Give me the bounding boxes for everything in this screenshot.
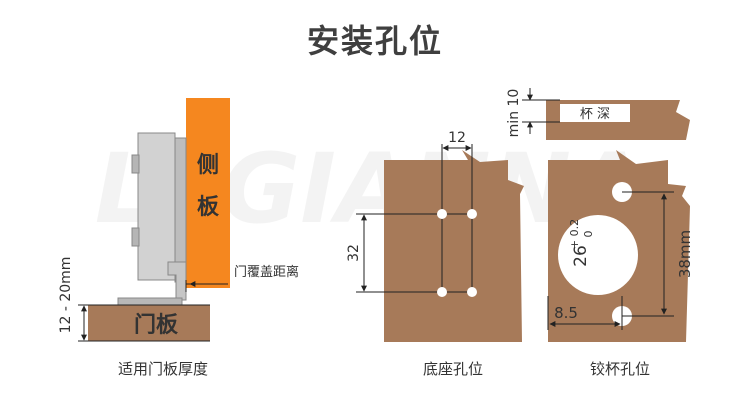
width-label: 12 (448, 130, 466, 146)
door-thickness-panel: 侧 板 门板 12 - 20mm 门覆盖距离 (58, 98, 299, 342)
page-title: 安装孔位 (306, 22, 443, 60)
overlay-label: 门覆盖距离 (234, 264, 299, 280)
side-panel-label-1: 侧 (197, 153, 219, 178)
hinge-cup (117, 297, 183, 306)
side-panel (186, 98, 230, 288)
door-panel (88, 305, 210, 341)
cup-depth-slot (560, 104, 630, 122)
height-label: 32 (346, 244, 362, 262)
hinge-screw-top (131, 154, 140, 174)
base-hole-top-right (467, 209, 477, 219)
hinge-body (137, 132, 176, 281)
side-panel-label-2: 板 (197, 195, 220, 220)
door-panel-label: 门板 (134, 312, 179, 338)
cup-hole (558, 215, 638, 295)
base-plate-panel: 12 32 (346, 130, 524, 342)
door-thickness-caption: 适用门板厚度 (117, 360, 208, 378)
base-hole-bottom-left (437, 287, 447, 297)
tolerance-lower-label: 0 (582, 231, 595, 238)
hinge-knuckle (167, 261, 187, 301)
diameter-label: 26 (571, 245, 591, 267)
hinge-screw-bottom (131, 227, 140, 247)
base-plate-board (384, 150, 524, 342)
distance-label: 38mm (676, 230, 694, 278)
thickness-label: 12 - 20mm (58, 257, 74, 334)
cup-depth-label: 杯 深 (580, 107, 610, 122)
base-hole-top-left (437, 209, 447, 219)
base-plate-caption: 底座孔位 (422, 360, 483, 378)
cup-hole-panel: 杯 深 min 10 26 + 0.2 0 38mm (506, 88, 694, 342)
min-depth-label: min 10 (506, 89, 522, 138)
offset-label: 8.5 (554, 304, 578, 322)
hinge-plate (174, 137, 187, 283)
tolerance-upper-label: + 0.2 (568, 219, 581, 249)
cup-hole-caption: 铰杯孔位 (589, 360, 650, 378)
base-hole-bottom-right (467, 287, 477, 297)
